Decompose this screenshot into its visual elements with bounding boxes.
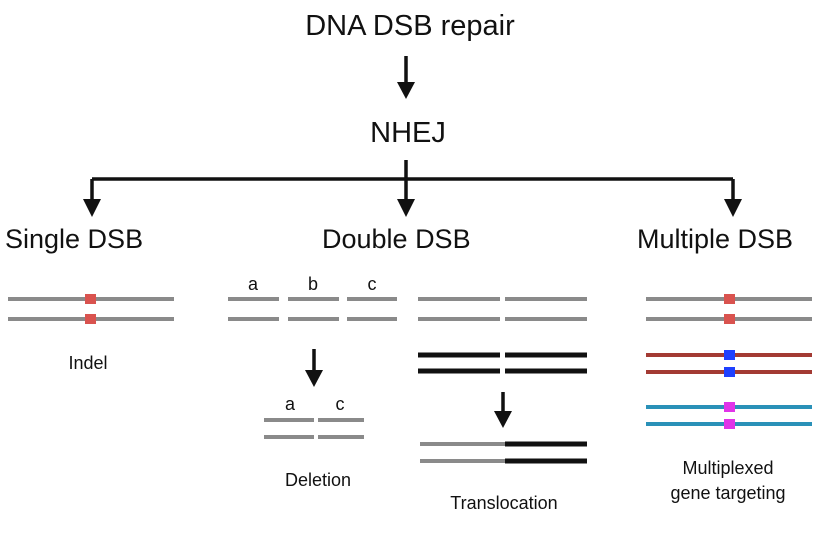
segment-label-b: b (307, 274, 319, 294)
segment-label-a: a (247, 274, 259, 294)
diagram-title: DNA DSB repair (305, 10, 515, 42)
single-break-mark-top (85, 294, 96, 304)
double-dsb-segments (228, 297, 397, 321)
multiple-dsb-darkred-pair (646, 350, 812, 377)
multiplexed-caption-line2: gene targeting (670, 483, 786, 503)
deletion-strands (264, 418, 364, 439)
arrow-repair-to-nhej (397, 56, 415, 99)
branch-connector (83, 160, 742, 217)
multiple-dsb-grey-pair (646, 294, 812, 324)
double-dsb-heading: Double DSB (322, 224, 471, 254)
translocation-result-strands (420, 441, 587, 464)
multi-break-mark-blue-top (724, 350, 735, 360)
multiple-dsb-teal-pair (646, 402, 812, 429)
deletion-label-c: c (335, 394, 345, 414)
single-dsb-heading: Single DSB (5, 224, 144, 254)
multiplexed-caption-line1: Multiplexed (682, 458, 774, 478)
multiple-dsb-heading: Multiple DSB (637, 224, 794, 254)
multi-break-mark-red-top (724, 294, 735, 304)
arrow-to-deletion (305, 349, 323, 387)
single-dsb-strands (8, 294, 174, 324)
segment-label-c: c (367, 274, 377, 294)
multi-break-mark-magenta-bottom (724, 419, 735, 429)
multi-break-mark-magenta-top (724, 402, 735, 412)
pathway-label: NHEJ (370, 117, 446, 149)
arrow-to-translocation (494, 392, 512, 428)
multi-break-mark-red-bottom (724, 314, 735, 324)
single-break-mark-bottom (85, 314, 96, 324)
translocation-grey-chromosome (418, 297, 587, 321)
translocation-caption: Translocation (450, 493, 558, 513)
translocation-black-chromosome (418, 352, 587, 374)
indel-caption: Indel (68, 353, 108, 373)
multi-break-mark-blue-bottom (724, 367, 735, 377)
deletion-caption: Deletion (284, 470, 352, 490)
deletion-label-a: a (284, 394, 296, 414)
